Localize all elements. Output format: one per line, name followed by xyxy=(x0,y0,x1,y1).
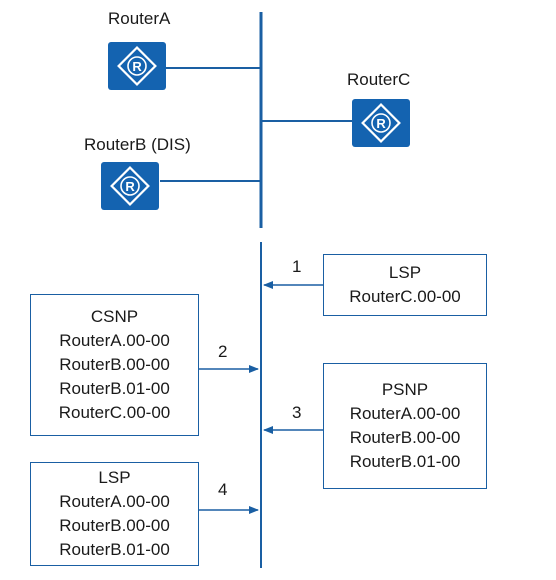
lsp-entry: RouterB.01-00 xyxy=(59,379,170,398)
router-c: R xyxy=(352,99,410,147)
lsp-entry: RouterA.00-00 xyxy=(59,331,170,350)
message-title: PSNP xyxy=(381,380,429,399)
lsp-entry: RouterC.00-00 xyxy=(58,403,171,422)
message-title: CSNP xyxy=(90,307,139,326)
router-icon: R xyxy=(117,46,157,86)
csnp-box: CSNP RouterA.00-00 RouterB.00-00 RouterB… xyxy=(30,294,199,436)
svg-text:R: R xyxy=(376,116,386,131)
step-1-number: 1 xyxy=(292,257,302,276)
lsp-entry: RouterB.00-00 xyxy=(59,516,170,535)
lsp-entry: RouterA.00-00 xyxy=(349,404,461,423)
lsp-entry: RouterC.00-00 xyxy=(349,287,461,306)
router-a-label: RouterA xyxy=(108,9,171,28)
lsp-box-step-1: LSP RouterC.00-00 xyxy=(323,254,487,316)
svg-text:R: R xyxy=(125,179,135,194)
lsp-entry: RouterB.00-00 xyxy=(349,428,461,447)
message-title: LSP xyxy=(98,468,131,487)
svg-text:R: R xyxy=(132,59,142,74)
router-c-label: RouterC xyxy=(347,70,411,89)
message-title: LSP xyxy=(388,263,422,282)
lsp-entry: RouterB.01-00 xyxy=(349,452,461,471)
lsp-entry: RouterA.00-00 xyxy=(59,492,170,511)
router-a: R xyxy=(108,42,166,90)
psnp-box: PSNP RouterA.00-00 RouterB.00-00 RouterB… xyxy=(323,363,487,489)
step-3-number: 3 xyxy=(292,403,302,422)
router-icon: R xyxy=(361,103,401,143)
router-icon: R xyxy=(110,166,150,206)
router-b: R xyxy=(101,162,159,210)
lsp-box-step-4: LSP RouterA.00-00 RouterB.00-00 RouterB.… xyxy=(30,462,199,566)
step-4-number: 4 xyxy=(218,480,228,499)
router-b-label: RouterB (DIS) xyxy=(84,135,191,154)
lsp-entry: RouterB.01-00 xyxy=(59,540,170,559)
step-2-number: 2 xyxy=(218,342,228,361)
lsp-entry: RouterB.00-00 xyxy=(59,355,170,374)
